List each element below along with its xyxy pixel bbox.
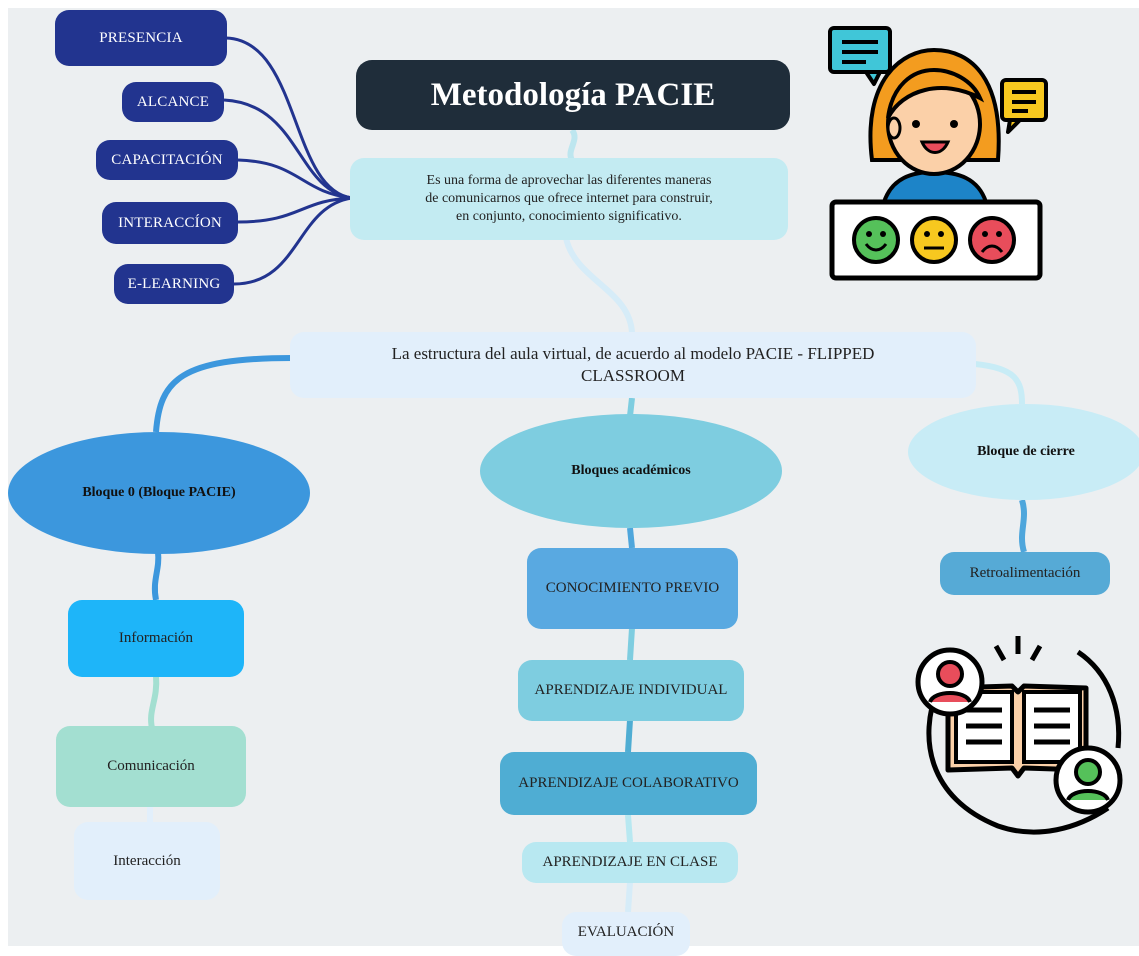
pill-elearning[interactable]: E-LEARNING [114, 264, 234, 304]
academic-child-evaluacion[interactable]: EVALUACIÓN [562, 912, 690, 956]
connector-closing-retro [1019, 499, 1027, 553]
structure-line: La estructura del aula virtual, de acuer… [391, 344, 875, 363]
structure-text: La estructura del aula virtual, de acuer… [392, 343, 875, 387]
child-label: Información [118, 630, 194, 646]
connector-capacitacion [237, 158, 353, 200]
connector-ind-colab [625, 719, 633, 753]
structure-line: CLASSROOM [581, 366, 685, 385]
block-0-ellipse[interactable]: Bloque 0 (Bloque PACIE) [8, 432, 310, 554]
child-label: Retroalimentación [969, 565, 1081, 581]
reading-book-icon [915, 636, 1123, 835]
connector-interaccion [237, 196, 353, 224]
child-label: Interacción [113, 852, 181, 869]
connector-block0-info [151, 551, 162, 601]
connector-colab-clase [625, 814, 633, 843]
child-label: APRENDIZAJE EN CLASE [542, 854, 718, 870]
academic-blocks-ellipse[interactable]: Bloques académicos [480, 414, 782, 528]
pill-label: CAPACITACIÓN [111, 151, 223, 168]
closing-block-ellipse[interactable]: Bloque de cierre [908, 404, 1139, 500]
child-label: APRENDIZAJE INDIVIDUAL [534, 682, 728, 698]
connector-title-desc [567, 128, 578, 162]
connector-info-comm [148, 675, 160, 729]
academic-child-aprendizaje-individual[interactable]: APRENDIZAJE INDIVIDUAL [518, 660, 744, 721]
block-0-child-comunicacion[interactable]: Comunicación [56, 726, 246, 807]
connector-desc-structure [563, 237, 635, 334]
block-0-label: Bloque 0 (Bloque PACIE) [82, 485, 236, 500]
connector-prev-ind [627, 627, 635, 661]
academic-child-conocimiento-previo[interactable]: CONOCIMIENTO PREVIO [527, 548, 738, 629]
feedback-person-icon [828, 26, 1048, 281]
closing-child-retroalimentacion[interactable]: Retroalimentación [940, 552, 1110, 595]
pill-label: PRESENCIA [99, 29, 183, 46]
pill-capacitacion[interactable]: CAPACITACIÓN [96, 140, 238, 180]
connector-structure-block0 [153, 355, 293, 433]
connector-alcance [223, 98, 353, 200]
connector-elearning [233, 196, 353, 286]
connector-clase-eval [625, 881, 633, 913]
pill-alcance[interactable]: ALCANCE [122, 82, 224, 122]
academic-child-aprendizaje-en-clase[interactable]: APRENDIZAJE EN CLASE [522, 842, 738, 883]
description-line: en conjunto, conocimiento significativo. [456, 209, 682, 224]
description-line: Es una forma de aprovechar las diferente… [426, 173, 712, 188]
block-0-child-interaccion[interactable]: Interacción [74, 822, 220, 900]
child-label: EVALUACIÓN [577, 924, 675, 940]
pill-label: ALCANCE [136, 93, 210, 110]
child-label: CONOCIMIENTO PREVIO [545, 580, 720, 596]
description-box[interactable]: Es una forma de aprovechar las diferente… [350, 158, 788, 240]
closing-label: Bloque de cierre [977, 444, 1075, 459]
academic-label: Bloques académicos [571, 463, 691, 478]
connector-structure-closing [974, 361, 1025, 405]
child-label: Comunicación [107, 758, 195, 774]
connector-structure-academic [627, 397, 635, 417]
child-label: APRENDIZAJE COLABORATIVO [518, 775, 739, 791]
pill-label: INTERACCÍON [118, 214, 222, 231]
description-text: Es una forma de aprovechar las diferente… [425, 172, 712, 226]
academic-child-aprendizaje-colaborativo[interactable]: APRENDIZAJE COLABORATIVO [500, 752, 757, 815]
main-title-text: Metodología PACIE [430, 76, 716, 113]
main-title[interactable]: Metodología PACIE [356, 60, 790, 130]
description-line: de comunicarnos que ofrece internet para… [425, 191, 713, 206]
block-0-child-informacion[interactable]: Información [68, 600, 244, 677]
pill-label: E-LEARNING [127, 275, 221, 292]
structure-box[interactable]: La estructura del aula virtual, de acuer… [290, 332, 976, 398]
connector-academic-prev [627, 527, 635, 549]
pill-presencia[interactable]: PRESENCIA [55, 10, 227, 66]
pill-interaccion[interactable]: INTERACCÍON [102, 202, 238, 244]
connector-presencia [225, 36, 353, 200]
